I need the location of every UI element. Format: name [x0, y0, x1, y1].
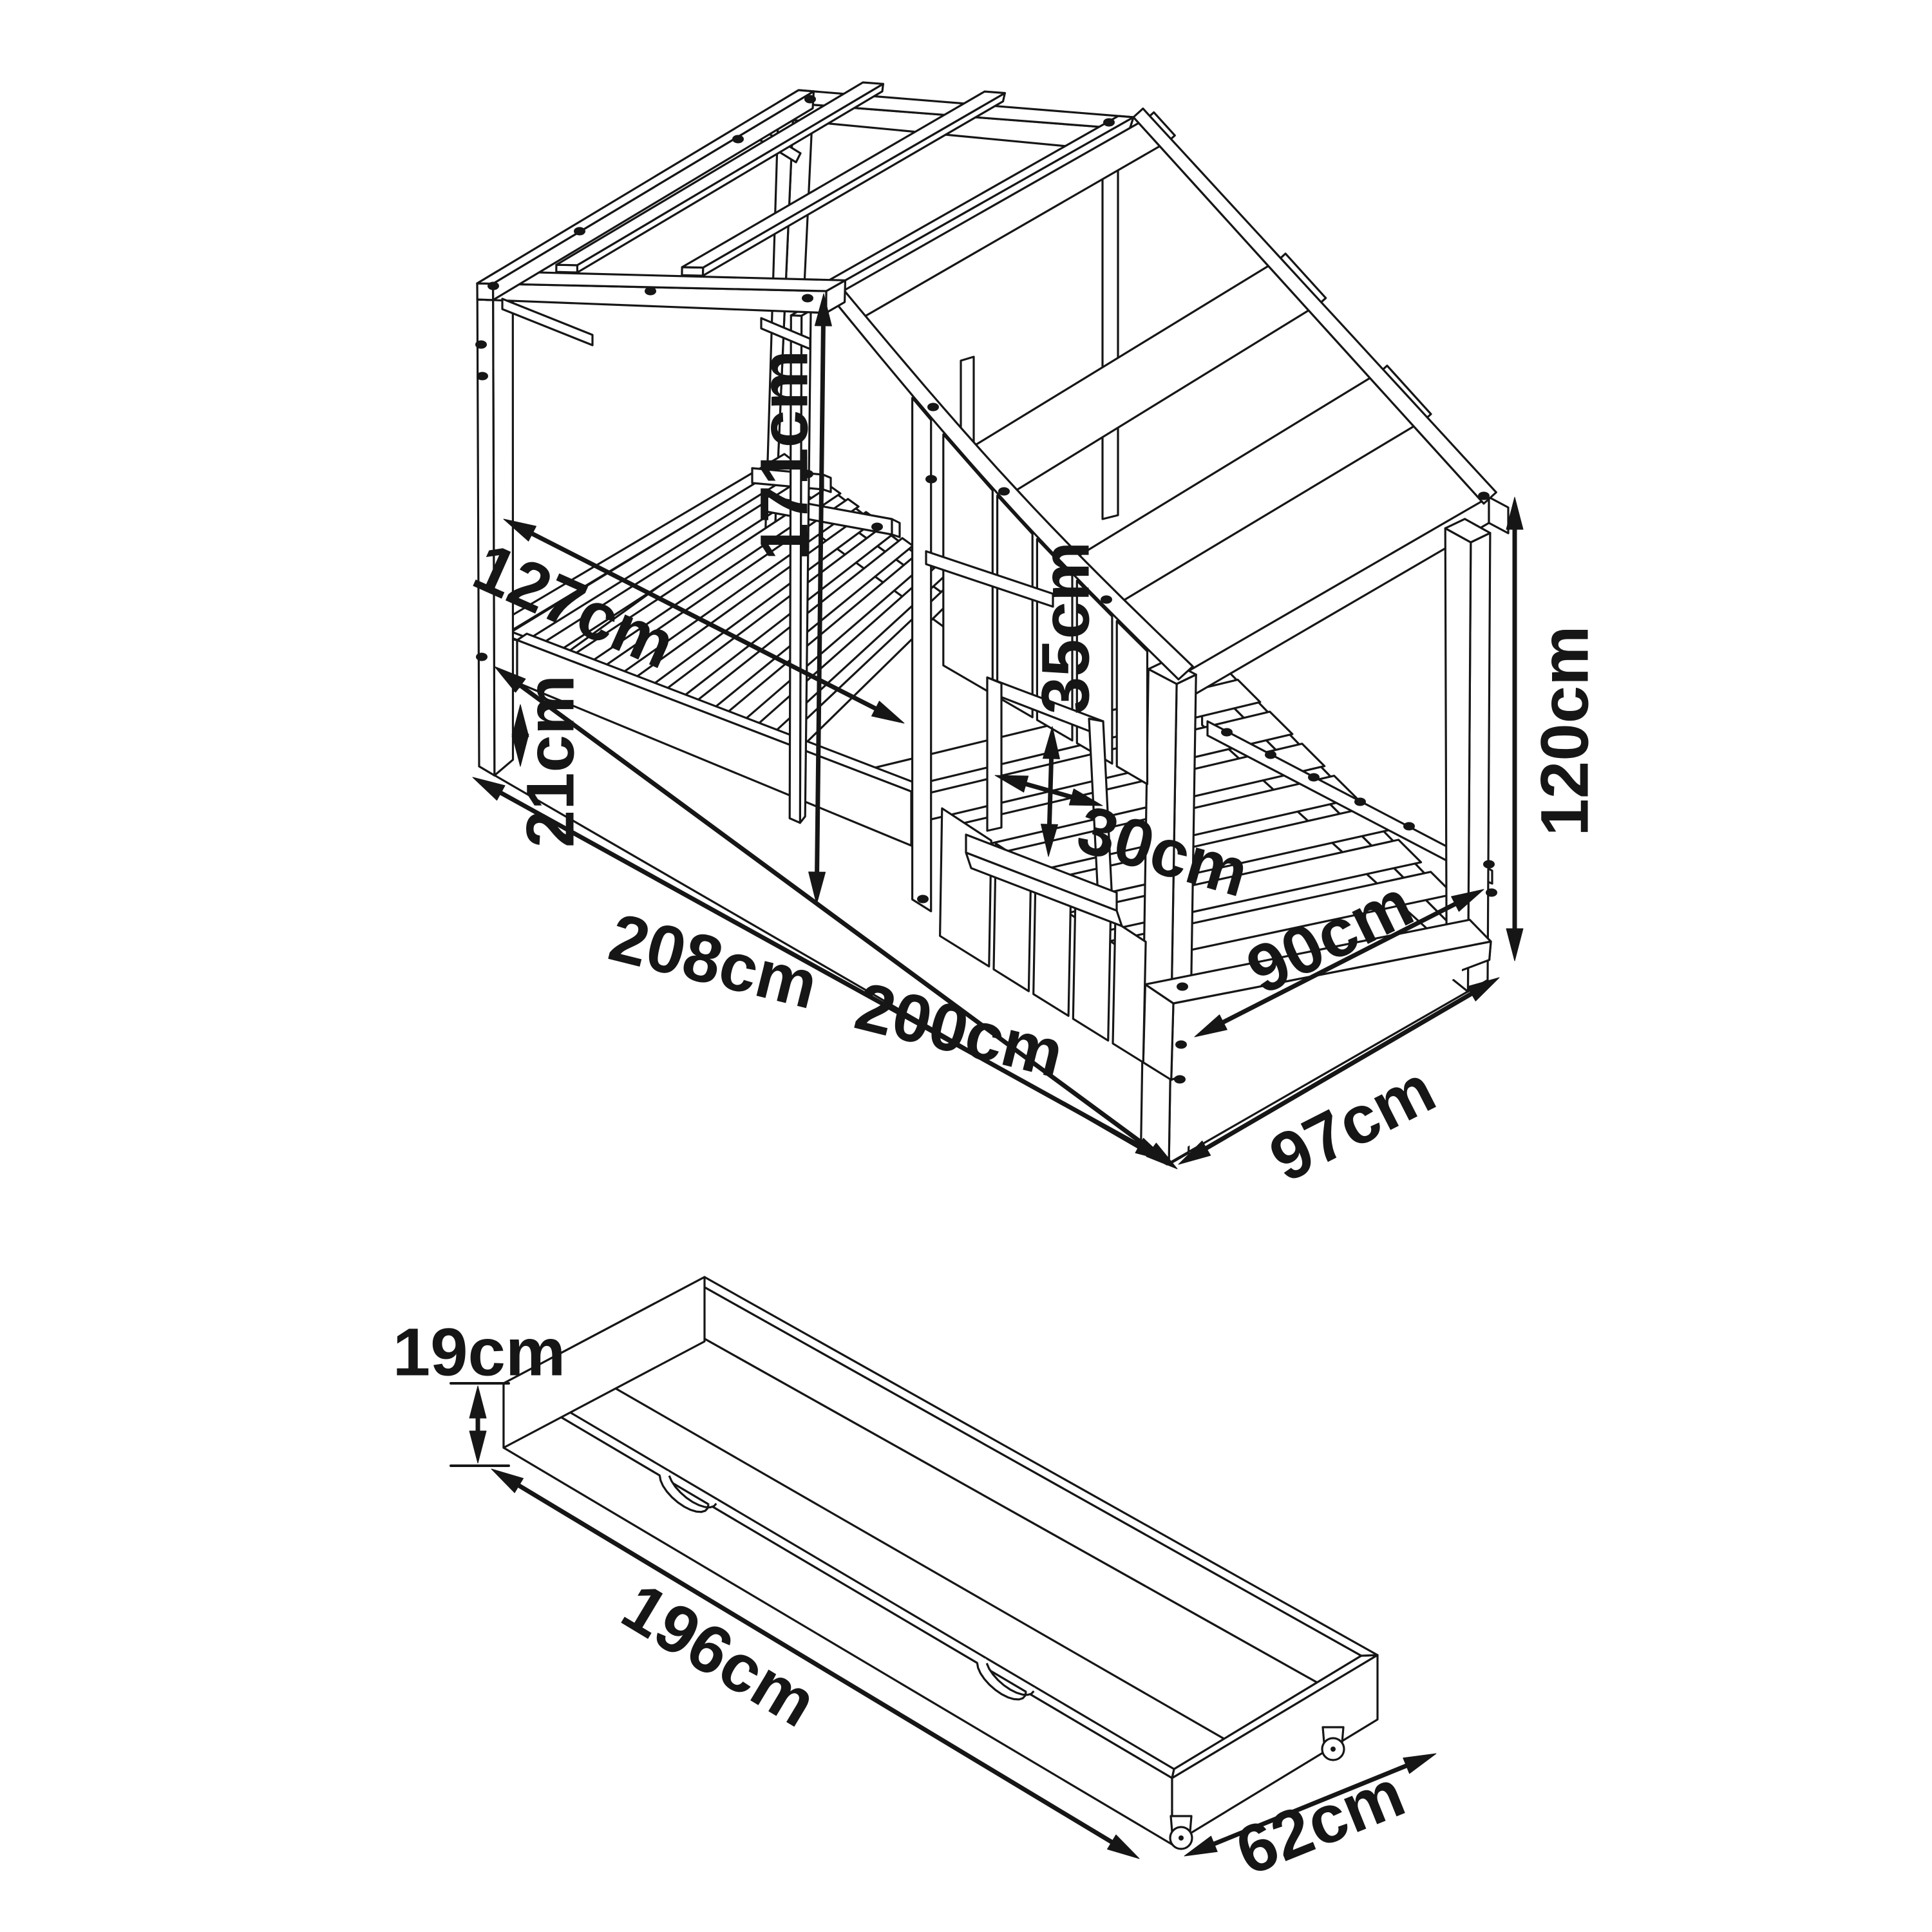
dim-label-window-height: 35cm [1028, 542, 1104, 715]
drawer-dimension-arrows [450, 1382, 1437, 1859]
dim-label-canopy-height: 171cm [747, 350, 822, 561]
dim-label-house-height: 120cm [1528, 626, 1603, 837]
drawer-isometric-view [450, 1276, 1437, 1859]
bed-dimension-arrows [472, 293, 1524, 1170]
dim-label-under-bed-clearance: 21cm [513, 675, 589, 848]
dim-label-drawer-height: 19cm [393, 1315, 566, 1390]
bed-isometric-view [472, 81, 1524, 1170]
